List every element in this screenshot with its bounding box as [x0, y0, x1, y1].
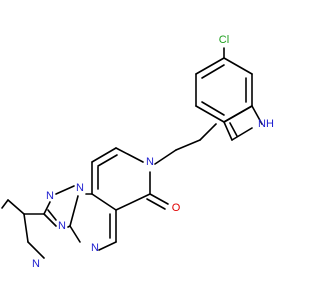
indole-pyrrole-ring — [223, 105, 263, 141]
atom-nh: NH — [258, 118, 274, 130]
ethyl-linker — [154, 123, 217, 165]
atom-n7: N — [146, 156, 154, 168]
atom-n4: N — [91, 242, 99, 254]
atom-o: O — [172, 202, 181, 214]
atom-labels: Cl NH N O N N N N N — [32, 34, 274, 270]
atom-n10: N — [46, 190, 54, 202]
pyrimidine-ring — [69, 193, 117, 251]
molecule-structure-diagram: Cl NH N O N N N N N — [1, 34, 274, 270]
atom-cl: Cl — [219, 34, 229, 46]
atom-n1: N — [76, 182, 84, 194]
pyridine-ring — [1, 199, 45, 259]
pyridinone-ring — [91, 147, 151, 211]
triazole-ring — [43, 185, 75, 228]
atom-n3: N — [58, 220, 66, 232]
atom-pyridine-n: N — [32, 258, 40, 270]
carbonyl-bond — [149, 193, 169, 205]
carbonyl-double-bond — [146, 198, 166, 210]
indole-benzene-ring — [195, 57, 253, 123]
